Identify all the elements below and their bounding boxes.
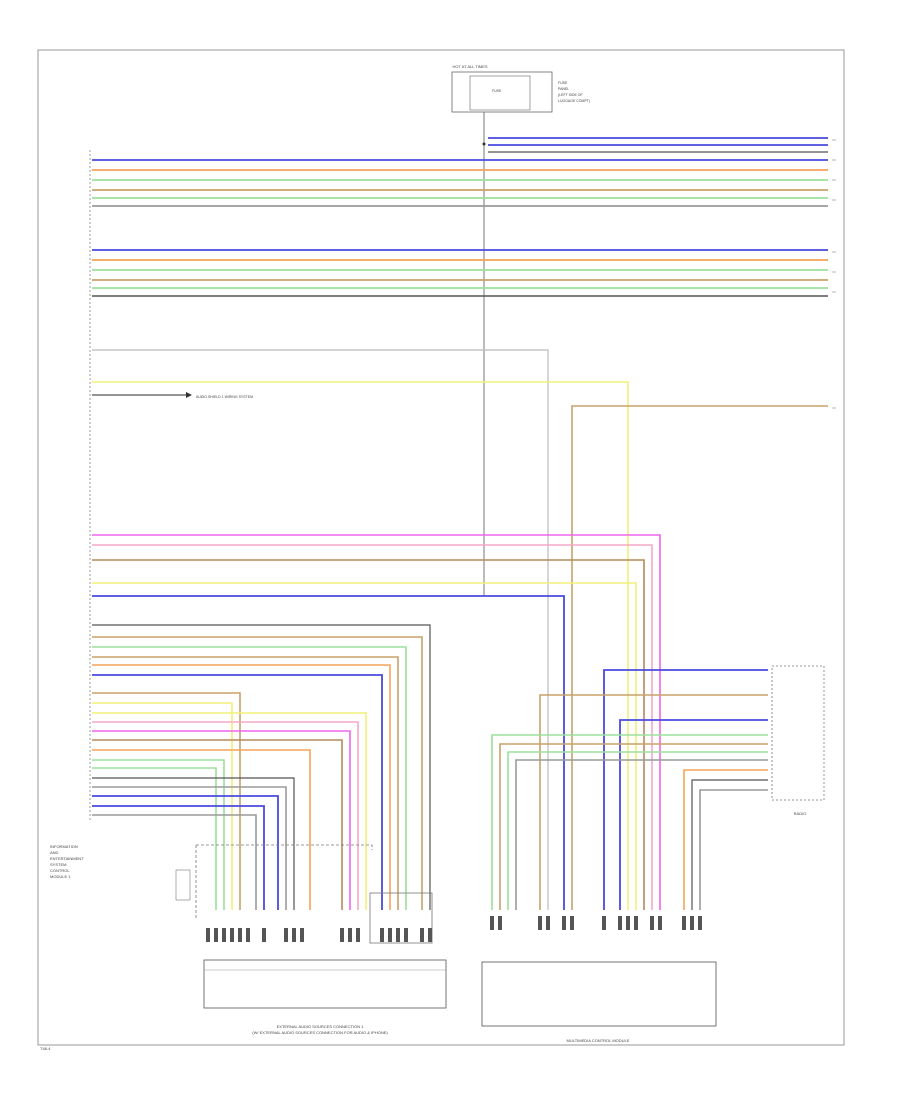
top-module-box-line-3: (LEFT SIDE OF <box>558 93 583 97</box>
bus-group-1 <box>92 137 828 207</box>
wire <box>92 656 399 910</box>
left-lower-bundle <box>92 624 431 910</box>
wire <box>92 777 295 910</box>
left-module-label-line-1: INFORMATION <box>50 844 78 849</box>
bottom-left-module-label-2: (W/ EXTERNAL AUDIO SOURCES CONNECTION FO… <box>252 1030 388 1035</box>
wire <box>92 759 225 910</box>
shield-box <box>369 892 433 944</box>
bottom-left-module-box <box>203 959 447 1009</box>
shield-outline <box>196 844 373 850</box>
footer-id: T48-4 <box>40 1046 51 1051</box>
top-fuse-module: HOT AT ALL TIMES FUSE FUSE PANEL (LEFT S… <box>451 64 590 596</box>
fuse-splice-dot <box>482 142 486 146</box>
connector-pins <box>206 916 702 942</box>
bottom-mid-module-label: MULTIMEDIA CONTROL MODULE <box>567 1038 630 1043</box>
bottom-mid-module: MULTIMEDIA CONTROL MODULE <box>481 961 717 1043</box>
wire <box>92 814 257 910</box>
right-edge-ticks <box>832 139 836 409</box>
bottom-left-module: EXTERNAL AUDIO SOURCES CONNECTION 1 (W/ … <box>203 959 447 1035</box>
top-module-box-line-4: LUGGAGE COMPT) <box>558 99 590 103</box>
radio-connector-body <box>771 665 825 801</box>
note-text: AUDIO SHIELD 1 WIRING SYSTEM <box>196 395 253 399</box>
wire <box>92 544 653 910</box>
wire <box>699 789 768 910</box>
wire <box>92 349 549 910</box>
left-module-label-line-3: ENTERTAINMENT <box>50 856 84 861</box>
left-module-label-line-4: SYSTEM <box>50 862 66 867</box>
wire <box>571 405 828 910</box>
left-module-label-line-6: MODULE 1 <box>50 874 71 879</box>
top-module-fuse-box <box>469 75 531 111</box>
wire <box>683 769 768 910</box>
left-module-label: INFORMATION AND ENTERTAINMENT SYSTEM CON… <box>50 844 84 879</box>
wire <box>92 534 661 910</box>
wire <box>92 805 265 910</box>
shield-component <box>175 844 433 944</box>
radio-label: RADIO <box>794 811 807 816</box>
wire <box>603 669 768 910</box>
wire <box>515 759 768 910</box>
top-module-title: HOT AT ALL TIMES <box>452 64 487 69</box>
left-module-label-line-2: AND <box>50 850 59 855</box>
wire <box>92 624 431 910</box>
left-module-label-line-5: CONTROL <box>50 868 70 873</box>
wire <box>507 751 768 910</box>
bus-group-2 <box>92 249 828 297</box>
wire <box>92 582 637 910</box>
diagram-frame <box>37 49 845 1046</box>
middle-signal-wires: AUDIO SHIELD 1 WIRING SYSTEM <box>92 349 828 910</box>
wire <box>92 721 359 910</box>
arrow-icon <box>186 392 192 398</box>
wire <box>539 694 768 910</box>
wire <box>92 636 423 910</box>
wire <box>619 719 768 910</box>
wire <box>92 381 629 910</box>
wire <box>92 702 233 910</box>
top-module-box-line-1: FUSE <box>558 81 568 85</box>
lower-signal-wires <box>92 534 661 910</box>
wire <box>92 767 217 910</box>
wire <box>92 712 367 910</box>
bottom-left-module-label-1: EXTERNAL AUDIO SOURCES CONNECTION 1 <box>277 1024 365 1029</box>
wire <box>92 795 279 910</box>
top-module-outer-box <box>451 71 553 113</box>
wire <box>92 692 241 910</box>
wire <box>92 730 351 910</box>
ground-symbol <box>175 869 191 901</box>
wire <box>92 646 407 910</box>
wire <box>92 739 343 910</box>
top-module-box-line-2: PANEL <box>558 87 569 91</box>
bottom-mid-module-box <box>481 961 717 1027</box>
top-module-fuse-label: FUSE <box>492 89 502 93</box>
wire <box>92 595 565 910</box>
wire <box>92 786 287 910</box>
wire <box>92 559 645 910</box>
wire <box>499 743 768 910</box>
wire <box>92 749 311 910</box>
wire <box>92 664 391 910</box>
wire <box>691 779 768 910</box>
wire <box>491 734 768 910</box>
wire <box>92 674 383 910</box>
radio-connector: RADIO <box>491 665 825 910</box>
